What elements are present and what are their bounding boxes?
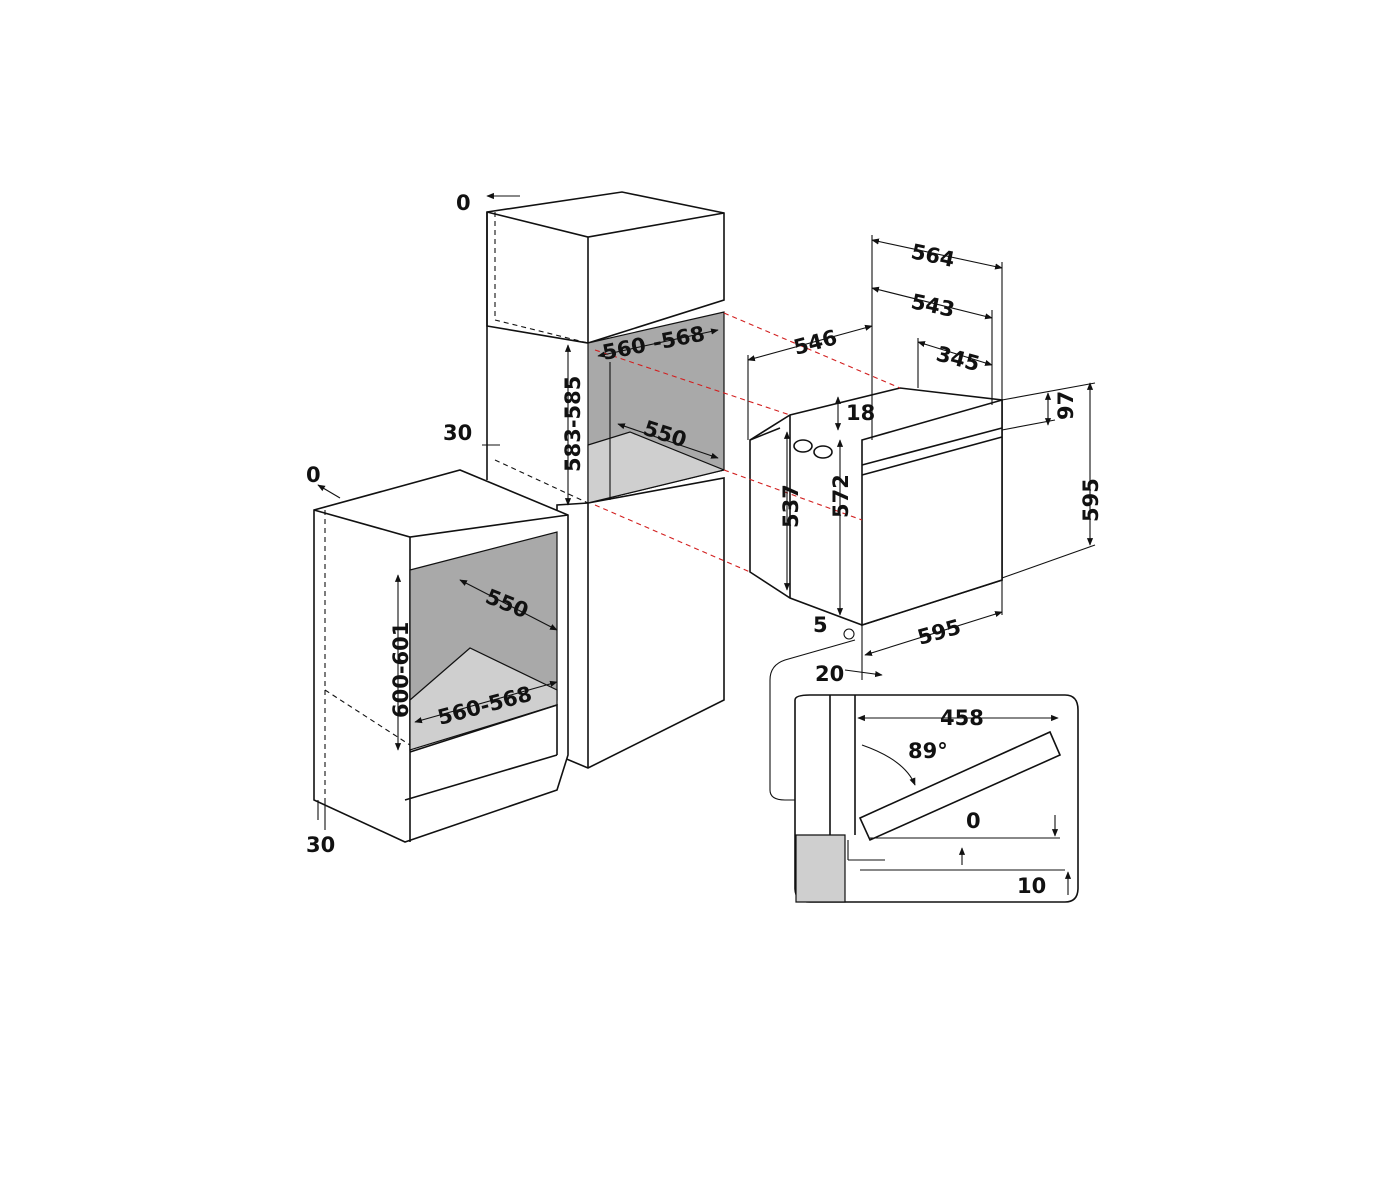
door-gap-b-label: 10 (1017, 874, 1046, 898)
oven-frame-height-label: 97 (1054, 391, 1078, 420)
oven-unit (749, 387, 1003, 627)
oven-body-height-b-label: 572 (829, 474, 853, 518)
oven-front-height-label: 595 (1079, 478, 1103, 522)
door-detail (769, 628, 1079, 903)
dimension-lines (317, 192, 1096, 830)
base-top-gap-label: 0 (306, 463, 321, 487)
tall-top-gap-label: 0 (456, 191, 471, 215)
base-cabinet (313, 469, 569, 843)
tall-niche-height-label: 583-585 (561, 376, 585, 472)
door-gap-a-label: 0 (966, 809, 981, 833)
oven-top-offset-label: 18 (846, 401, 875, 425)
oven-body-height-a-label: 537 (779, 484, 803, 528)
door-reach-label: 458 (940, 706, 984, 730)
oven-depth-body-label: 543 (909, 289, 957, 322)
base-niche-height-label: 600-601 (389, 622, 413, 718)
oven-front-offset-label: 20 (815, 662, 844, 686)
oven-depth-side-label: 546 (791, 325, 840, 360)
oven-width-label: 595 (915, 615, 964, 650)
base-bottom-gap-label: 30 (306, 833, 335, 857)
tall-side-gap-label: 30 (443, 421, 472, 445)
door-angle-label: 89° (908, 739, 948, 763)
oven-depth-rear-label: 345 (934, 342, 983, 377)
oven-bottom-offset-label: 5 (813, 613, 828, 637)
oven-depth-total-label: 564 (909, 239, 957, 272)
